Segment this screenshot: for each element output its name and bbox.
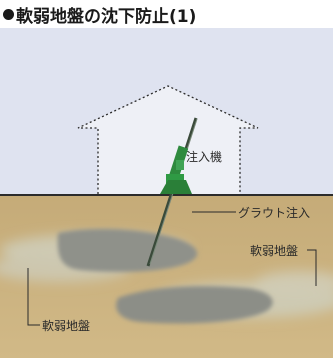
- grout-zone-upper: [57, 228, 198, 272]
- house-outline: [77, 85, 259, 194]
- machine-head: [176, 160, 184, 170]
- leader-lines: [27, 211, 317, 326]
- label-soft-ground-right: 軟弱地盤: [250, 244, 299, 258]
- house-dotted-line: [77, 85, 259, 194]
- grout-zone-lower: [116, 286, 273, 324]
- header: 軟弱地盤の沈下防止(1): [0, 0, 333, 28]
- grout-zones: [57, 228, 273, 324]
- leader-soft-ground-left: [27, 268, 40, 326]
- page-title: 軟弱地盤の沈下防止(1): [16, 6, 197, 27]
- house-fill: [78, 86, 258, 194]
- machine-base: [160, 180, 192, 194]
- leader-soft-ground-right: [307, 249, 317, 286]
- diagram-svg: [0, 28, 333, 358]
- label-grout-injection: グラウト注入: [238, 206, 311, 220]
- label-injector: 注入機: [186, 150, 223, 164]
- soft-ground-lower-right: [255, 271, 333, 295]
- label-soft-ground-left: 軟弱地盤: [42, 319, 91, 333]
- diagram-scene: 注入機 グラウト注入 軟弱地盤 軟弱地盤: [0, 28, 333, 358]
- injection-machine-icon: [160, 145, 192, 194]
- bullet-icon: [3, 8, 14, 20]
